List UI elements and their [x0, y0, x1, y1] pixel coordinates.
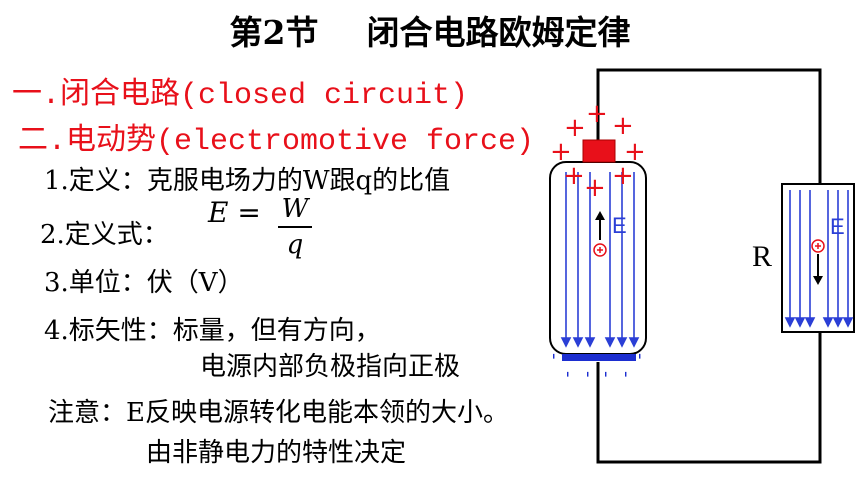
source-field-label: E	[612, 213, 627, 238]
source-force-arrowhead	[595, 211, 605, 220]
positive-terminal	[582, 139, 616, 163]
page-title: 第2节 闭合电路欧姆定律	[0, 6, 860, 54]
formula-denominator: q	[286, 230, 304, 260]
section-number: 第2节	[229, 13, 319, 52]
negative-plate	[562, 354, 636, 361]
svg-text:-: -	[630, 353, 651, 360]
heading-closed-circuit: 一.闭合电路(closed circuit)	[12, 79, 469, 113]
formula-lhs: E =	[208, 196, 261, 229]
positive-charges: + + + + + + + +	[550, 99, 646, 203]
svg-text:+: +	[586, 99, 608, 129]
vector-item-line2: 电源内部负极指向正极	[200, 352, 461, 382]
unit-item: 3.单位：伏（V）	[44, 268, 244, 298]
vector-item-line1: 4.标矢性：标量，但有方向，	[44, 316, 381, 346]
svg-text:+: +	[550, 137, 572, 167]
svg-text:+: +	[564, 113, 586, 143]
negative-charges: - - - - - -	[544, 353, 651, 378]
resistor-force-arrowhead	[813, 276, 823, 285]
circuit-wire-top	[596, 68, 822, 184]
formula-fraction: W q	[278, 194, 312, 260]
note-line2: 由非静电力的特性决定	[146, 438, 407, 468]
resistor-label: R	[752, 240, 772, 273]
definition-label: 1.定义：	[44, 166, 147, 196]
definition-item: 1.定义：克服电场力的W跟q的比值	[44, 160, 450, 197]
svg-text:+: +	[584, 173, 606, 203]
svg-text:-: -	[616, 371, 637, 378]
svg-text:-: -	[578, 371, 599, 378]
section-topic: 闭合电路欧姆定律	[366, 13, 631, 52]
heading-emf: 二.电动势(electromotive force)	[18, 125, 535, 159]
svg-text:+: +	[563, 161, 585, 191]
svg-text:+: +	[612, 161, 634, 191]
definition-text: 克服电场力的W跟q的比值	[146, 166, 451, 196]
resistor-field-lines	[784, 190, 854, 328]
formula-label: 2.定义式：	[40, 220, 169, 250]
svg-text:-: -	[596, 371, 617, 378]
fraction-bar	[278, 226, 312, 228]
svg-text:-: -	[544, 353, 565, 360]
svg-text:+: +	[624, 137, 646, 167]
resistor-field-label: E	[830, 214, 845, 239]
svg-text:-: -	[558, 371, 579, 378]
circuit-wire-bottom	[596, 332, 822, 464]
formula-numerator: W	[281, 194, 309, 224]
note-line1: 注意：E反映电源转化电能本领的大小。	[48, 398, 509, 428]
source-field-lines	[560, 172, 640, 348]
svg-text:+: +	[612, 111, 634, 141]
